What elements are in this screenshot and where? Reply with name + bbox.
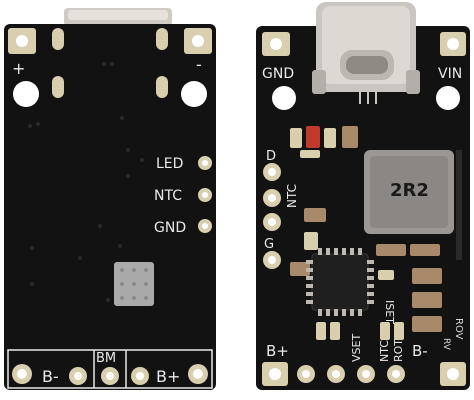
smd-resistor (378, 270, 394, 280)
right-iset-label: ISET (383, 300, 396, 324)
left-oval-pad (52, 76, 64, 98)
power-inductor: 2R2 (364, 150, 454, 234)
left-oval-pad (156, 28, 168, 50)
right-ntc-bottom-label: NTC (378, 340, 391, 362)
left-led-label: LED (156, 156, 183, 172)
smd-capacitor (304, 208, 326, 222)
smd-capacitor (290, 262, 310, 276)
left-pcb-board: + - LED NTC GND (4, 8, 216, 390)
right-mount-hole (436, 86, 460, 110)
right-rov-label: ROV (453, 318, 464, 340)
left-mount-hole (13, 81, 39, 107)
right-gnd-label: GND (262, 66, 294, 82)
right-rv-label: RV (441, 338, 451, 351)
smd-resistor (380, 322, 390, 340)
red-led (306, 126, 320, 148)
inductor-marking: 2R2 (390, 180, 429, 201)
left-minus-label: - (196, 55, 202, 74)
left-vias (28, 62, 144, 302)
smd-capacitor (412, 268, 442, 284)
right-b-minus-label: B- (412, 342, 428, 360)
right-g-label: G (264, 237, 274, 252)
left-ntc-label: NTC (154, 188, 182, 204)
smd-resistor (394, 322, 404, 340)
left-gnd-label: GND (154, 220, 186, 236)
smd-resistor (304, 232, 318, 250)
right-pcb-board: GND VIN D NTC G 2R2 (256, 2, 470, 390)
smd-resistor (316, 322, 326, 340)
right-vin-label: VIN (438, 66, 462, 82)
charger-ic (306, 248, 374, 316)
right-ntc-side-label: NTC (285, 184, 299, 208)
left-bm-label: BM (96, 351, 116, 366)
smd-capacitor (342, 126, 358, 148)
left-bottom-frame (7, 349, 213, 389)
smd-resistor (330, 322, 340, 340)
left-oval-pad (52, 28, 64, 50)
smd-resistor (290, 128, 302, 148)
smd-capacitor (376, 244, 406, 256)
left-plus-label: + (12, 59, 25, 78)
left-pcb-body (4, 24, 216, 390)
left-mount-hole (181, 81, 207, 107)
smd-capacitor (410, 244, 440, 256)
left-b-minus-label: B- (42, 367, 59, 386)
right-mount-hole (272, 86, 296, 110)
right-vset-label: VSET (350, 334, 363, 362)
usb-c-connector (312, 2, 420, 104)
smd-capacitor (412, 292, 442, 308)
right-rot-label: ROT (392, 339, 405, 362)
smd-resistor (324, 128, 336, 148)
right-b-plus-label: B+ (266, 342, 289, 360)
right-d-label: D (266, 149, 276, 164)
smd-capacitor (412, 316, 442, 332)
left-b-plus-label: B+ (156, 367, 180, 386)
left-oval-pad (156, 76, 168, 98)
